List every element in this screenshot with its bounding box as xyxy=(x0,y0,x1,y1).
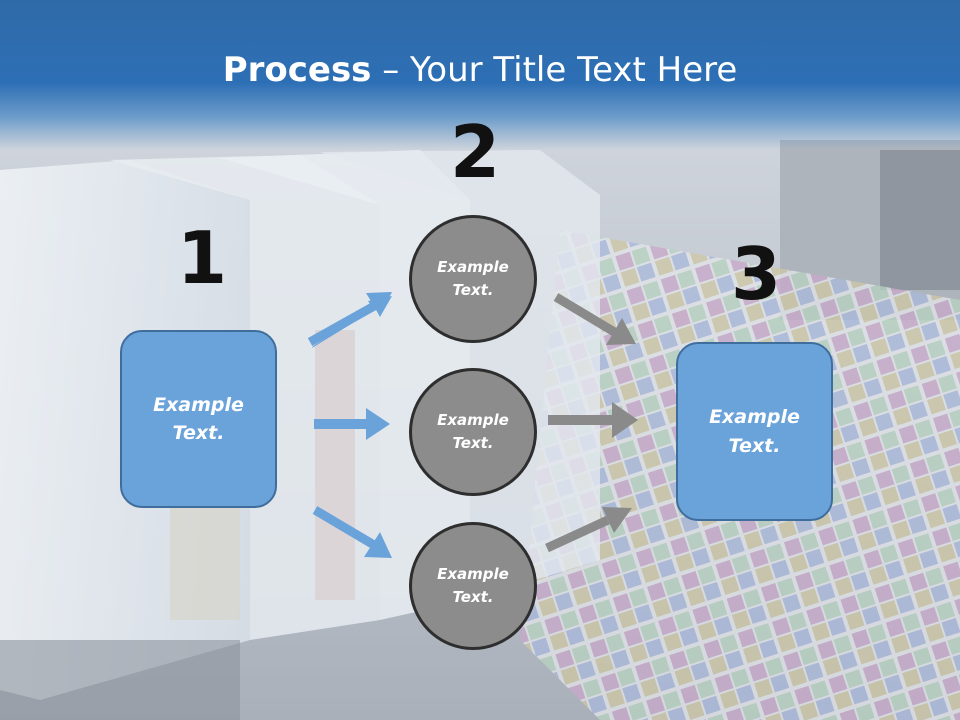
circle-bottom-line1: Example xyxy=(437,564,509,583)
title-rest-part: – Your Title Text Here xyxy=(371,50,738,90)
gray-arrow-down-icon xyxy=(553,293,636,345)
step-3-box-line1: Example xyxy=(709,406,800,428)
blue-arrow-right-icon xyxy=(314,408,390,440)
step-1-box-line1: Example xyxy=(153,393,244,416)
circle-top-line1: Example xyxy=(437,257,509,276)
circle-top-line2: Text. xyxy=(452,281,494,299)
circle-middle-line1: Example xyxy=(437,410,509,429)
header-band xyxy=(0,0,960,150)
step-number-2: 2 xyxy=(450,110,501,194)
gray-arrow-up-icon xyxy=(545,507,632,553)
circle-bottom-line2: Text. xyxy=(452,588,494,606)
blue-arrow-down-icon xyxy=(312,506,392,558)
blue-arrow-up-icon xyxy=(307,292,392,348)
gray-arrow-right-icon xyxy=(548,402,638,438)
title-bold-part: Process xyxy=(222,50,372,90)
step-1-box-line2: Text. xyxy=(172,422,225,444)
step-3-box-line2: Text. xyxy=(728,434,781,457)
step-number-1: 1 xyxy=(177,216,228,300)
slide-title: Process – Your Title Text Here xyxy=(0,50,960,90)
circle-middle-line2: Text. xyxy=(452,434,494,452)
step-number-3: 3 xyxy=(731,232,782,316)
